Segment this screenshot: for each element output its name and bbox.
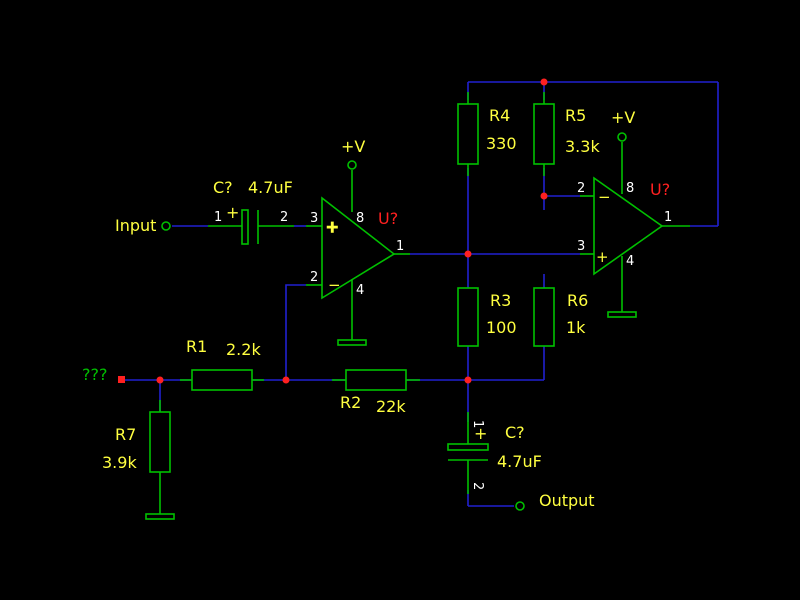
r7-value: 3.9k — [102, 453, 137, 472]
u1-minus-symbol: − — [328, 276, 341, 294]
unknown-net-marker[interactable] — [118, 376, 125, 383]
r1-ref: R1 — [186, 337, 207, 356]
junction-r1-r2 — [282, 376, 290, 384]
u1-pin-out: 1 — [396, 239, 404, 254]
u2-pin-gnd: 4 — [626, 254, 634, 269]
output-port-circle[interactable] — [515, 501, 525, 511]
resistor-r4[interactable]: R4 330 — [457, 92, 517, 176]
r3-ref: R3 — [490, 291, 511, 310]
c1-pin2: 2 — [280, 210, 288, 225]
ground-u2 — [607, 311, 637, 318]
junctions — [156, 78, 548, 384]
unknown-net-label: ??? — [82, 365, 107, 384]
junction-r5-u2 — [540, 192, 548, 200]
junction-r7 — [156, 376, 164, 384]
output-label: Output — [539, 491, 595, 510]
wire-u1-minus — [285, 284, 306, 380]
u1-supply-label: +V — [341, 137, 365, 156]
c2-pin2: 2 — [470, 482, 485, 490]
r2-value: 22k — [376, 397, 406, 416]
junction-r3-node — [464, 376, 472, 384]
c1-plate-left — [241, 209, 249, 245]
r1-value: 2.2k — [226, 340, 261, 359]
opamp-u2[interactable]: − + 2 3 1 8 4 U? — [577, 142, 690, 312]
resistor-r6[interactable]: R6 1k — [533, 287, 588, 347]
u1-pin-vcc: 8 — [356, 211, 364, 226]
u2-minus-symbol: − — [598, 188, 611, 206]
u1-pin-plus: 3 — [310, 211, 318, 226]
r7-ground-symbol — [145, 513, 175, 520]
u2-pin-plus: 3 — [577, 239, 585, 254]
u2-body — [593, 176, 664, 276]
capacitor-c2[interactable]: + 1 2 C? 4.7uF — [447, 412, 542, 494]
c2-value: 4.7uF — [497, 452, 542, 471]
r5-ref: R5 — [565, 106, 586, 125]
r4-ref: R4 — [489, 106, 510, 125]
resistor-r5[interactable]: R5 3.3k — [533, 92, 600, 176]
r6-value: 1k — [566, 318, 586, 337]
output-terminal[interactable]: Output — [515, 491, 595, 511]
r7-ref: R7 — [115, 425, 136, 444]
resistor-r1[interactable]: R1 2.2k — [180, 337, 264, 391]
c1-value: 4.7uF — [248, 178, 293, 197]
junction-top-bus — [540, 78, 548, 86]
u2-pin-vcc: 8 — [626, 181, 634, 196]
u1-ground-symbol — [337, 339, 367, 346]
u2-pin-minus: 2 — [577, 181, 585, 196]
c2-plus-sign: + — [474, 424, 487, 443]
junction-u1-out — [464, 250, 472, 258]
input-terminal[interactable]: Input — [115, 216, 171, 235]
r4-value: 330 — [486, 134, 517, 153]
resistor-r2[interactable]: R2 22k — [332, 369, 420, 416]
u1-plus-symbol: + — [326, 218, 339, 236]
u1-body — [321, 196, 396, 300]
u1-ref: U? — [378, 209, 398, 228]
u1-pin-gnd: 4 — [356, 283, 364, 298]
supply-u1: +V — [341, 137, 365, 170]
input-port-circle[interactable] — [161, 221, 171, 231]
r3-body — [457, 287, 479, 347]
u2-ground-symbol — [607, 311, 637, 318]
r2-ref: R2 — [340, 393, 361, 412]
c2-plate-top — [447, 443, 489, 451]
u1-pin-minus: 2 — [310, 270, 318, 285]
u2-ref: U? — [650, 180, 670, 199]
u2-supply-label: +V — [611, 108, 635, 127]
ground-u1 — [337, 339, 367, 346]
resistor-r3[interactable]: R3 100 — [457, 287, 517, 347]
supply-u2: +V — [611, 108, 635, 142]
c1-plus-sign: + — [226, 203, 239, 222]
u2-plus-symbol: + — [596, 248, 609, 266]
c1-ref: C? — [213, 178, 233, 197]
c2-pin1: 1 — [470, 420, 485, 428]
r3-value: 100 — [486, 318, 517, 337]
u2-supply-circle — [617, 132, 627, 142]
u1-supply-circle — [347, 160, 357, 170]
c1-pin1: 1 — [214, 210, 222, 225]
r6-ref: R6 — [567, 291, 588, 310]
resistor-r7[interactable]: R7 3.9k — [102, 400, 175, 520]
input-label: Input — [115, 216, 156, 235]
unknown-net-terminal[interactable]: ??? — [82, 365, 125, 384]
c2-ref: C? — [505, 423, 525, 442]
u2-pin-out: 1 — [664, 210, 672, 225]
capacitor-c1[interactable]: + 1 2 C? 4.7uF — [208, 178, 294, 245]
r5-value: 3.3k — [565, 137, 600, 156]
opamp-u1[interactable]: + − 3 2 1 8 4 U? — [306, 170, 410, 340]
r6-body — [533, 287, 555, 347]
